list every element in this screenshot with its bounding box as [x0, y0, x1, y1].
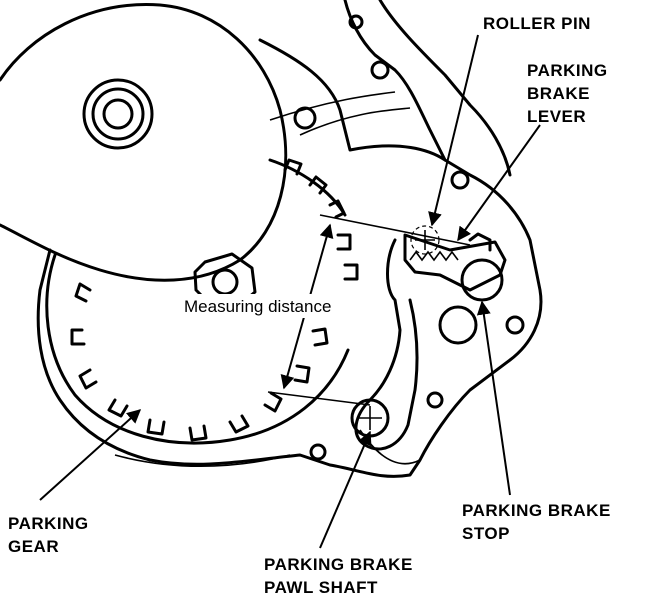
- label-lever-line1: PARKING: [527, 61, 608, 80]
- roller-pin-leader: [428, 34, 479, 227]
- parking-brake-pawl: [350, 238, 419, 451]
- upper-shaft-body: [0, 3, 288, 282]
- label-parking-gear-line2: GEAR: [8, 537, 59, 556]
- parking-brake-stop-part: [460, 258, 504, 302]
- label-pawl-shaft-line1: PARKING BRAKE: [264, 555, 413, 574]
- stop-leader: [476, 300, 511, 496]
- measuring-label-bg: [181, 294, 383, 318]
- labels: ROLLER PIN PARKING BRAKE LEVER Measuring…: [8, 14, 611, 597]
- label-roller-pin: ROLLER PIN: [483, 14, 591, 33]
- label-lever-line2: BRAKE: [527, 84, 590, 103]
- label-stop-line2: STOP: [462, 524, 510, 543]
- parking-brake-lever: [403, 225, 507, 302]
- lever-leader: [457, 124, 541, 242]
- pawl-shaft-leader: [319, 430, 372, 549]
- leader-arrows: [39, 34, 541, 549]
- label-measuring-distance: Measuring distance: [184, 297, 331, 316]
- label-pawl-shaft-line2: PAWL SHAFT: [264, 578, 378, 597]
- label-stop-line1: PARKING BRAKE: [462, 501, 611, 520]
- parking-gear-leader: [39, 409, 142, 501]
- label-lever-line3: LEVER: [527, 107, 586, 126]
- label-parking-gear-line1: PARKING: [8, 514, 89, 533]
